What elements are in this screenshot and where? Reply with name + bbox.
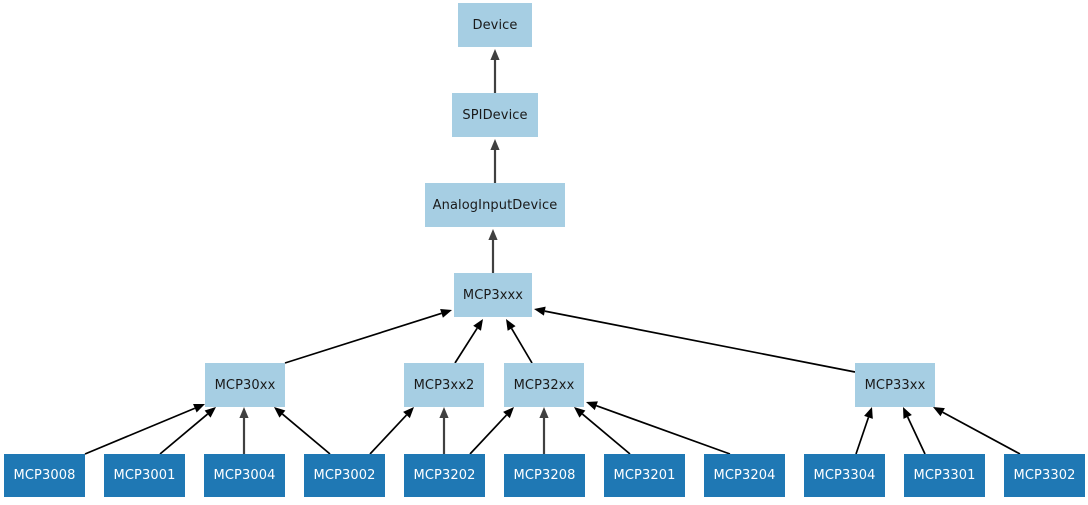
inheritance-edge (586, 401, 731, 455)
arrowhead-icon (574, 407, 586, 418)
class-node-device[interactable]: Device (458, 3, 532, 47)
arrowhead-icon (403, 407, 414, 419)
inheritance-edge (488, 229, 498, 273)
inheritance-edge (284, 308, 452, 364)
arrowhead-icon (534, 306, 546, 316)
class-node-mcp33xx[interactable]: MCP33xx (855, 363, 935, 407)
class-node-label: MCP3002 (313, 468, 376, 483)
arrowhead-icon (440, 308, 452, 318)
inheritance-edge (159, 407, 216, 455)
arrowhead-icon (503, 407, 514, 419)
inheritance-edge (933, 407, 1021, 455)
class-node-mcp3201[interactable]: MCP3201 (604, 454, 685, 497)
class-node-label: MCP3008 (13, 468, 76, 483)
inheritance-edge (369, 407, 414, 455)
arrowhead-icon (490, 139, 500, 150)
arrowhead-icon (488, 229, 498, 240)
class-node-label: MCP3208 (513, 468, 576, 483)
arrowhead-icon (239, 407, 249, 418)
inheritance-edge (469, 407, 514, 455)
class-node-label: MCP3xxx (462, 287, 524, 303)
inheritance-edge (84, 403, 205, 455)
class-node-mcp3001[interactable]: MCP3001 (104, 454, 185, 497)
class-node-label: MCP3204 (713, 468, 776, 483)
inheritance-edge (490, 139, 500, 183)
arrowhead-icon (586, 401, 598, 411)
class-node-mcp3301[interactable]: MCP3301 (904, 454, 985, 497)
class-node-mcp3202[interactable]: MCP3202 (404, 454, 485, 497)
class-node-mcp3xx2[interactable]: MCP3xx2 (404, 363, 484, 407)
class-node-mcp30xx[interactable]: MCP30xx (205, 363, 285, 407)
inheritance-edge (454, 319, 483, 364)
class-node-label: MCP3202 (413, 468, 476, 483)
inheritance-edge (903, 407, 926, 455)
arrowhead-icon (506, 319, 516, 331)
class-node-mcp3204[interactable]: MCP3204 (704, 454, 785, 497)
arrowhead-icon (274, 407, 286, 418)
class-node-mcp3004[interactable]: MCP3004 (204, 454, 285, 497)
arrowhead-icon (193, 403, 205, 413)
class-node-label: MCP30xx (214, 377, 276, 393)
inheritance-edge (490, 49, 500, 93)
arrowhead-icon (439, 407, 449, 418)
inheritance-edge (506, 319, 533, 364)
class-node-spidevice[interactable]: SPIDevice (452, 93, 538, 137)
class-node-label: AnalogInputDevice (432, 197, 558, 213)
class-node-mcp32xx[interactable]: MCP32xx (504, 363, 584, 407)
inheritance-edge (274, 407, 331, 455)
class-node-mcp3208[interactable]: MCP3208 (504, 454, 585, 497)
arrowhead-icon (903, 407, 912, 419)
inheritance-edge (439, 407, 449, 454)
inheritance-edge (855, 407, 873, 455)
class-node-mcp3302[interactable]: MCP3302 (1004, 454, 1085, 497)
class-node-label: MCP32xx (513, 377, 575, 393)
class-node-label: MCP3001 (113, 468, 176, 483)
class-node-analoginputdevice[interactable]: AnalogInputDevice (425, 183, 565, 227)
arrowhead-icon (539, 407, 549, 418)
arrowhead-icon (473, 319, 483, 331)
class-node-mcp3002[interactable]: MCP3002 (304, 454, 385, 497)
class-node-label: MCP3004 (213, 468, 276, 483)
class-node-label: MCP33xx (864, 377, 926, 393)
arrowhead-icon (864, 407, 873, 419)
class-node-label: MCP3xx2 (413, 377, 475, 393)
class-node-label: MCP3201 (613, 468, 676, 483)
class-node-label: MCP3304 (813, 468, 876, 483)
class-node-mcp3304[interactable]: MCP3304 (804, 454, 885, 497)
class-node-mcp3xxx[interactable]: MCP3xxx (454, 273, 532, 317)
arrowhead-icon (204, 407, 216, 418)
class-node-label: SPIDevice (462, 107, 528, 123)
class-node-label: MCP3301 (913, 468, 976, 483)
inheritance-edge (574, 407, 631, 455)
class-node-label: MCP3302 (1013, 468, 1076, 483)
class-node-label: Device (472, 17, 518, 33)
inheritance-edge (239, 407, 249, 454)
arrowhead-icon (490, 49, 500, 60)
inheritance-edge (539, 407, 549, 454)
class-node-mcp3008[interactable]: MCP3008 (4, 454, 85, 497)
arrowhead-icon (933, 407, 945, 417)
